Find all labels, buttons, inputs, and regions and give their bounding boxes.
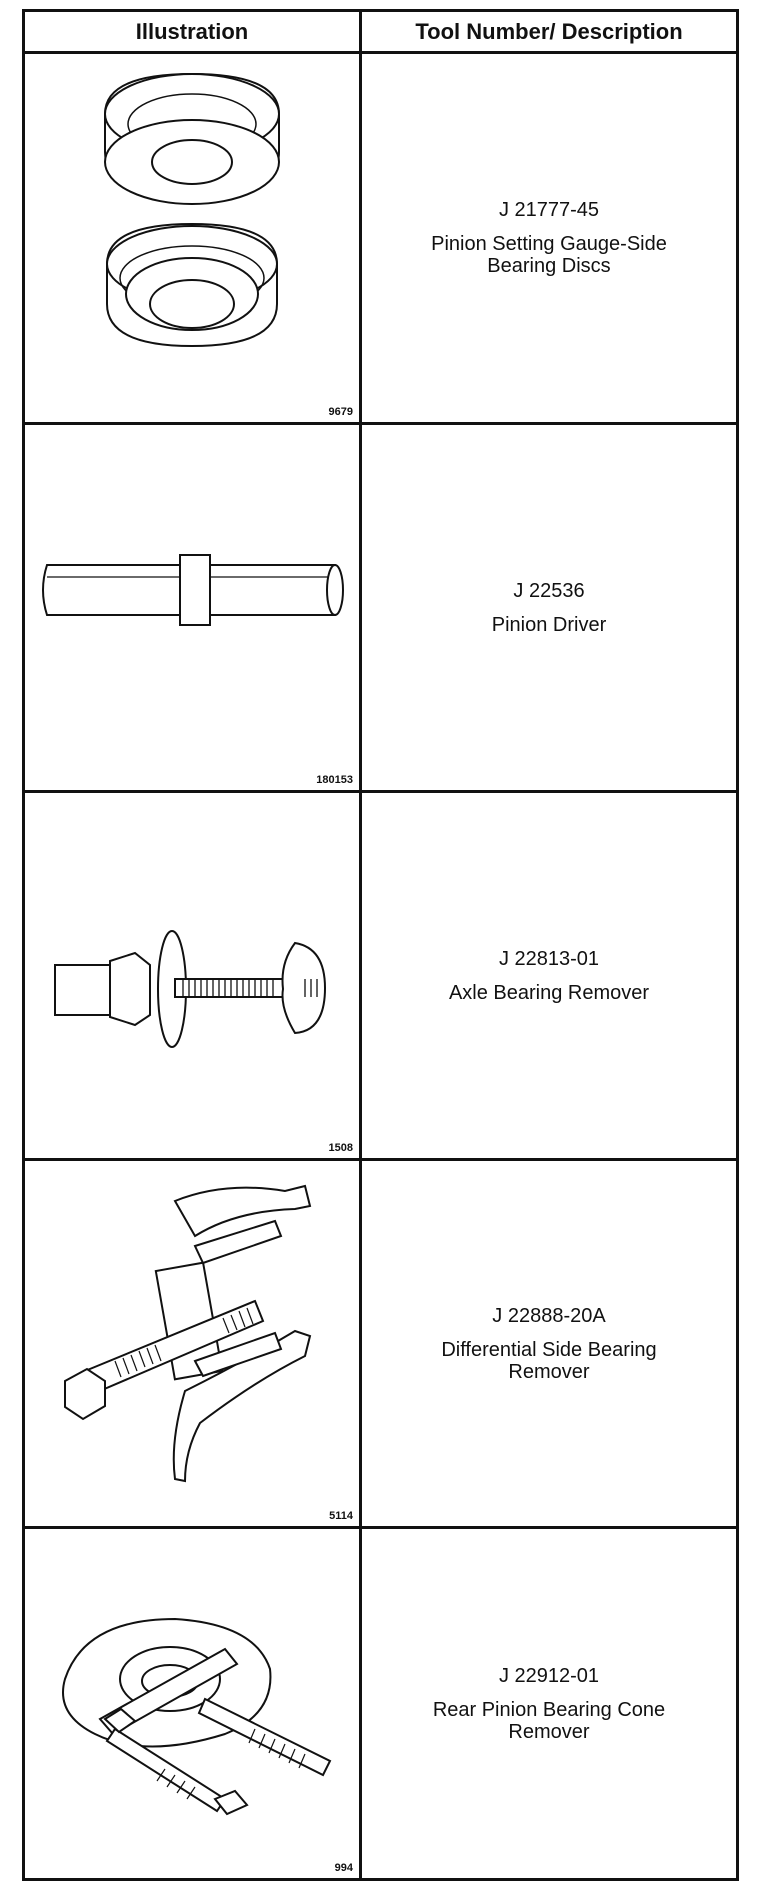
- illustration-cell: 180153: [25, 425, 362, 790]
- description-cell: J 22888-20A Differential Side Bearing Re…: [362, 1161, 736, 1526]
- tool-number: J 22536: [513, 579, 585, 602]
- tool-table: Illustration Tool Number/ Description: [22, 9, 739, 1881]
- tool-description: Pinion Driver: [491, 613, 607, 636]
- bearing-discs-icon: [104, 72, 280, 348]
- tool-number: J 22813-01: [498, 947, 600, 970]
- description-cell: J 21777-45 Pinion Setting Gauge-Side Bea…: [362, 54, 736, 422]
- bearing-separator-icon: [62, 1617, 332, 1816]
- table-row: 994 J 22912-01 Rear Pinion Bearing Cone …: [25, 1529, 736, 1878]
- illustration-cell: 1508: [25, 793, 362, 1158]
- tool-number: J 21777-45: [498, 199, 600, 221]
- figure-number: 180153: [316, 774, 353, 786]
- illustration-cell: 9679: [25, 54, 362, 422]
- illustration-cell: 994: [25, 1529, 362, 1878]
- header-tool-description: Tool Number/ Description: [415, 18, 683, 44]
- table-row: 9679 J 21777-45 Pinion Setting Gauge-Sid…: [25, 54, 736, 425]
- table-header: Illustration Tool Number/ Description: [25, 12, 736, 54]
- illustration-cell: 5114: [25, 1161, 362, 1526]
- tool-number: J 22912-01: [498, 1664, 600, 1687]
- figure-number: 9679: [328, 406, 353, 418]
- tool-description: Rear Pinion Bearing Cone Remover: [432, 1698, 666, 1743]
- figure-number: 994: [334, 1862, 353, 1874]
- description-cell: J 22813-01 Axle Bearing Remover: [362, 793, 736, 1158]
- figure-number: 1508: [328, 1142, 353, 1154]
- pinion-driver-icon: [42, 554, 344, 626]
- figure-number: 5114: [329, 1510, 353, 1522]
- tool-number: J 22888-20A: [492, 1304, 606, 1327]
- table-row: 180153 J 22536 Pinion Driver: [25, 425, 736, 793]
- description-cell: J 22536 Pinion Driver: [362, 425, 736, 790]
- axle-bearing-remover-icon: [54, 930, 327, 1048]
- header-illustration: Illustration: [25, 12, 362, 51]
- tool-description: Differential Side Bearing Remover: [441, 1338, 657, 1383]
- tool-description: Axle Bearing Remover: [448, 981, 650, 1004]
- table-row: 5114 J 22888-20A Differential Side Beari…: [25, 1161, 736, 1529]
- description-cell: J 22912-01 Rear Pinion Bearing Cone Remo…: [362, 1529, 736, 1878]
- table-row: 1508 J 22813-01 Axle Bearing Remover: [25, 793, 736, 1161]
- tool-description: Pinion Setting Gauge-Side Bearing Discs: [431, 233, 667, 277]
- bearing-puller-icon: [64, 1184, 312, 1483]
